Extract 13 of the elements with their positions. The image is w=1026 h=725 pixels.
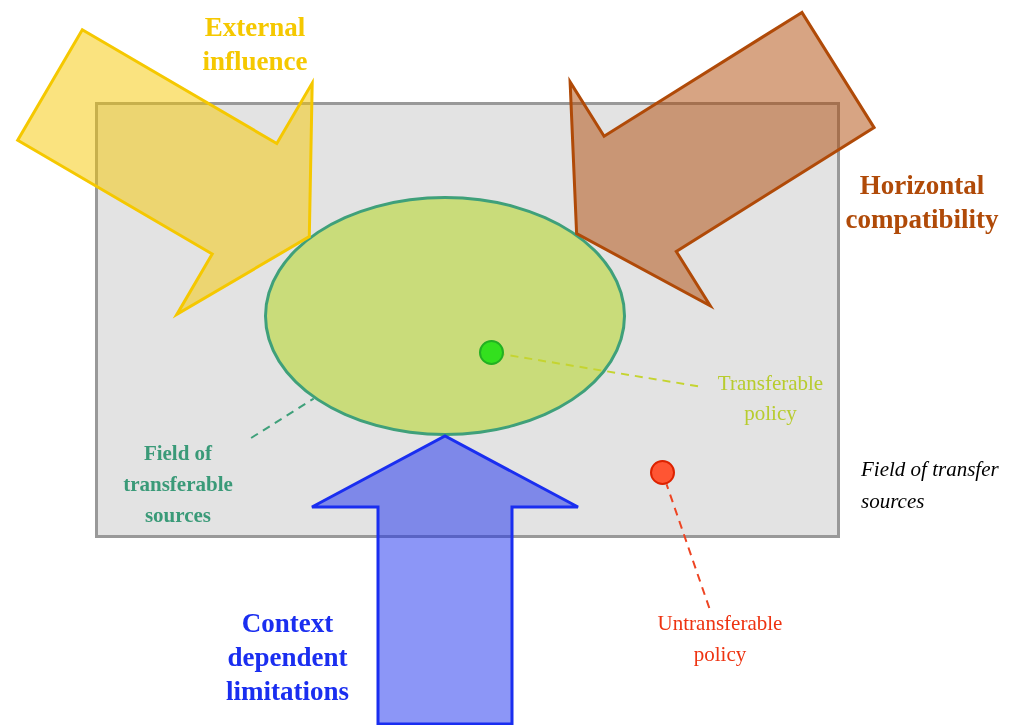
block-arrow [568, 10, 877, 310]
arrow-label: Horizontal compatibility [844, 169, 1000, 236]
block-arrow [15, 27, 314, 319]
leader-line [502, 353, 699, 388]
leader-line [250, 397, 315, 439]
region-label: Field of transfer sources [861, 456, 1000, 515]
block-arrow [310, 434, 580, 725]
arrow-label: External influence [201, 11, 309, 78]
leader-line [665, 483, 711, 609]
policy-label: Transferable policy [698, 368, 843, 428]
policy-label: Untransferable policy [630, 608, 810, 670]
field-label: Field of transferable sources [103, 438, 253, 530]
arrow-label: Context dependent limitations [225, 607, 350, 708]
